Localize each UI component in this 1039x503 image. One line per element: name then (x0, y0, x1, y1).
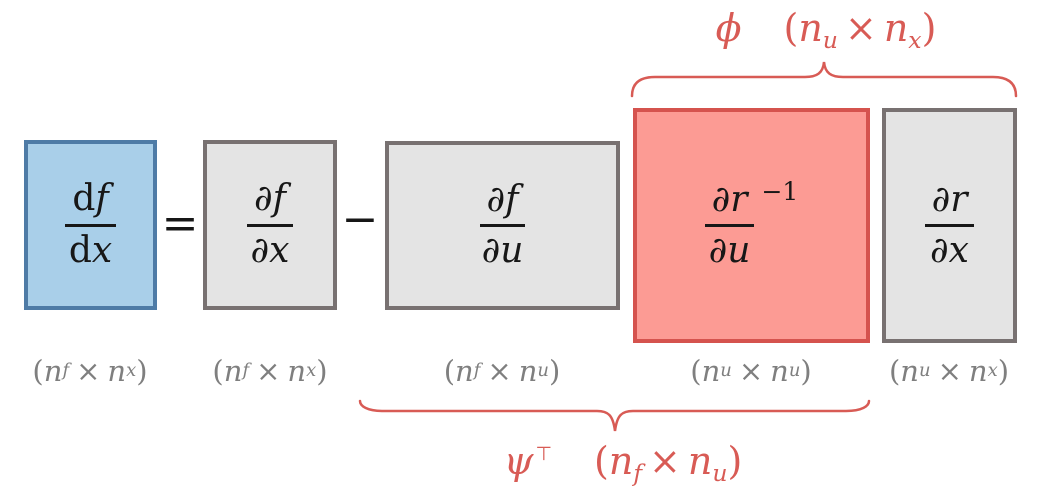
box-partial-f-x: ∂f ∂x (203, 140, 337, 310)
fraction-pf-pu: ∂f ∂u (479, 179, 526, 273)
fraction-pr-pu: ∂r ∂u (704, 179, 755, 273)
psi-dimensions: (nf×nu) (594, 439, 743, 488)
phi-overbrace (630, 61, 1018, 98)
equals-sign: = (161, 197, 199, 249)
phi-dimensions: (nu×nx) (783, 6, 937, 55)
box-partial-r-u-inverse: ∂r ∂u −1 (633, 108, 870, 343)
phi-symbol: ϕ (715, 6, 742, 50)
box-partial-f-u: ∂f ∂u (385, 141, 620, 310)
fraction-pf-px: ∂f ∂x (247, 178, 293, 272)
psi-annotation: ψ⊤ (nf×nu) (437, 430, 809, 492)
inverse-exponent: −1 (761, 177, 799, 206)
psi-underbrace (358, 399, 871, 432)
fraction-df-dx: df dx (65, 178, 116, 272)
box-total-derivative: df dx (24, 140, 157, 310)
fraction-pr-px: ∂r ∂x (924, 179, 975, 273)
phi-annotation: ϕ (nu×nx) (640, 0, 1012, 56)
box-partial-r-x: ∂r ∂x (882, 108, 1017, 343)
psi-symbol: ψ⊤ (503, 439, 552, 483)
transpose-symbol: ⊤ (535, 443, 552, 466)
minus-sign: − (341, 193, 379, 245)
